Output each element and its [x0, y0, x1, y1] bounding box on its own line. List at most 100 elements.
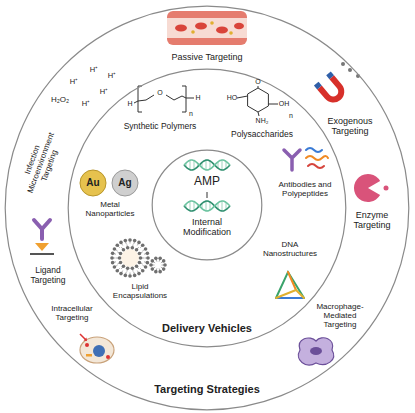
- strategy-label: Macrophage-Mediated Targeting: [309, 302, 371, 330]
- lipid-vesicle-icon: [122, 248, 126, 252]
- modification-bar: [207, 192, 208, 198]
- atom-label: H: [127, 100, 132, 108]
- strategy-label: Passive Targeting: [172, 52, 243, 62]
- ring-heading: Delivery Vehicles: [162, 322, 252, 335]
- cell-icon: [86, 354, 92, 357]
- polymer-structure: [134, 101, 138, 103]
- atom-label: NH₂: [256, 117, 269, 125]
- polysaccharide-structure: [258, 112, 259, 116]
- lipid-vesicle-icon: [149, 263, 153, 267]
- chemical-formula: H₂O₂: [51, 95, 69, 104]
- dna-nanostructure-icon: [288, 272, 296, 290]
- amp-helix-icon: [210, 161, 211, 169]
- atom-label: H: [195, 94, 200, 102]
- amp-helix-icon: [210, 202, 211, 210]
- element-symbol: Ag: [118, 177, 131, 189]
- polysaccharide-structure: [248, 88, 269, 112]
- lipid-vesicle-icon: [111, 261, 115, 265]
- atom-label: OH: [279, 100, 290, 108]
- lipid-vesicle-icon: [131, 266, 135, 270]
- magnet-icon: [314, 82, 322, 90]
- lipid-vesicle-icon: [138, 252, 142, 256]
- amp-helix-icon: [194, 161, 195, 170]
- amp-helix-icon: [206, 201, 207, 211]
- amp-helix-icon: [206, 160, 207, 170]
- magnet-icon: [341, 62, 345, 66]
- amp-helix-icon: [190, 201, 191, 210]
- cell-icon: [84, 338, 88, 342]
- lipid-vesicle-icon: [131, 246, 135, 250]
- antibody-peptide-icon: [308, 164, 324, 168]
- lipid-vesicle-icon: [124, 239, 128, 243]
- polysaccharide-structure: [237, 86, 278, 116]
- enzyme-icon: [354, 174, 389, 202]
- lipid-vesicle-icon: [135, 248, 139, 252]
- cell-icon: [80, 334, 114, 363]
- silver-particle-outline: [112, 170, 138, 196]
- gold-particle: Au: [79, 169, 107, 197]
- silver-particle: Ag: [111, 169, 139, 197]
- strategy-label: Intracellular Targeting: [41, 304, 103, 322]
- lipid-vesicle-icon: [163, 263, 167, 267]
- atom-label: HO: [227, 94, 238, 102]
- lipid-vesicle-icon: [158, 270, 162, 274]
- lipid-vesicle-icon: [154, 257, 158, 261]
- atom-label: O: [157, 89, 162, 97]
- amp-helix-icon: [184, 160, 230, 211]
- lipid-vesicle-icon: [144, 265, 148, 269]
- polymer-structure: [138, 86, 142, 112]
- strategy-label: Ligand Targeting: [23, 266, 73, 286]
- lipid-vesicle-icon: [115, 243, 119, 247]
- ion-label: H⁺: [100, 88, 108, 97]
- lipid-vesicle-icon: [138, 261, 142, 265]
- amp-helix-icon: [194, 202, 195, 211]
- lipid-vesicle-icon: [122, 264, 126, 268]
- lipid-vesicle-icon: [158, 257, 162, 261]
- lipid-vesicle-icon: [162, 267, 166, 271]
- lipid-vesicle-icon: [113, 247, 117, 251]
- strategy-label: Exogenous Targeting: [315, 116, 385, 137]
- lipid-vesicle-icon: [137, 241, 141, 245]
- polysaccharide-structure: [268, 104, 278, 105]
- atom-label: O: [255, 78, 260, 86]
- lipid-vesicle-icon: [128, 274, 132, 278]
- lipid-vesicle-icon: [113, 265, 117, 269]
- polymer-structure: [134, 86, 194, 112]
- ligand-icon: [30, 253, 54, 255]
- blood-vessel-icon: [175, 25, 187, 32]
- magnet-icon: [319, 77, 344, 103]
- polymer-structure: [186, 98, 194, 99]
- ligand-icon: [34, 220, 50, 239]
- subscript-label: n: [189, 110, 193, 118]
- lipid-vesicle-icon: [119, 241, 123, 245]
- lipid-vesicle-icon: [154, 270, 158, 274]
- macrophage-icon: [298, 338, 333, 365]
- magnet-icon: [314, 71, 347, 104]
- polymer-structure: [138, 95, 154, 101]
- amp-helix-icon: [222, 201, 223, 211]
- blood-vessel-icon: [195, 23, 207, 30]
- lipid-vesicle-icon: [151, 259, 155, 263]
- enzyme-icon: [384, 186, 389, 191]
- lipid-vesicle-icon: [110, 238, 167, 278]
- ligand-icon: [30, 220, 54, 254]
- targeting-ring: Targeting StrategiesDelivery VehiclesAMP…: [4, 5, 410, 411]
- vehicle-ring-outline: [68, 69, 346, 347]
- lipid-vesicle-icon: [133, 239, 137, 243]
- lipid-vesicle-icon: [126, 246, 130, 250]
- lipid-vesicle-icon: [119, 252, 123, 256]
- core-label: Internal Modification: [174, 217, 240, 238]
- ligand-icon: [35, 243, 49, 251]
- lipid-vesicle-icon: [162, 259, 166, 263]
- lipid-vesicle-icon: [121, 249, 139, 267]
- macrophage-icon: [310, 347, 322, 355]
- blood-vessel-icon: [167, 11, 247, 45]
- targeting-ring-outline: [4, 5, 410, 411]
- cell-icon: [106, 355, 110, 359]
- lipid-vesicle-icon: [126, 266, 130, 270]
- dna-nanostructure-icon: [276, 272, 304, 298]
- vehicle-label: Polysaccharides: [231, 130, 293, 140]
- strategy-label: Enzyme Targeting: [342, 210, 402, 231]
- magnet-icon: [348, 68, 352, 72]
